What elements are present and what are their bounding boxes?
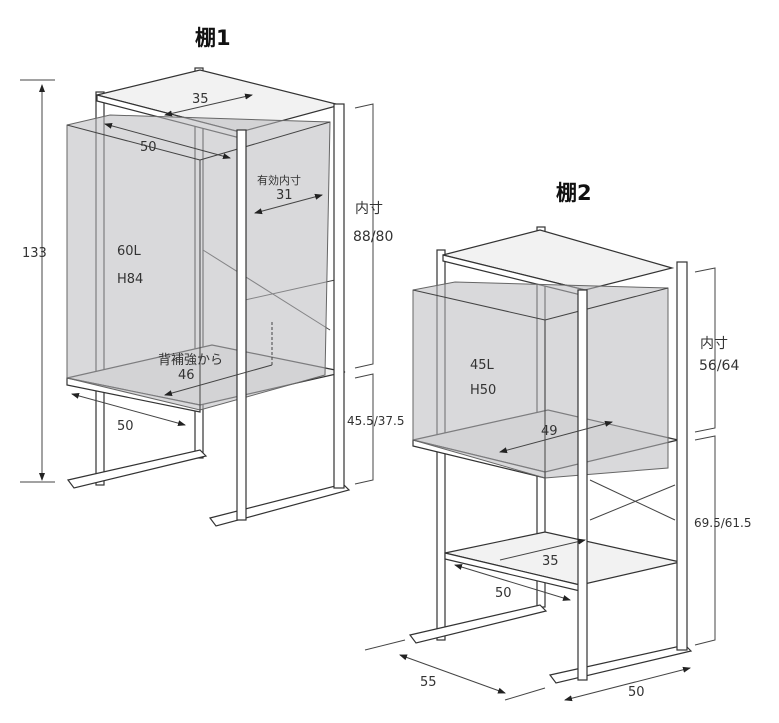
- dimension-line: [71, 392, 186, 427]
- foot: [548, 644, 693, 684]
- base-depth-label: 55: [420, 675, 437, 690]
- back-brace-value: 46: [178, 368, 195, 383]
- lower-shelf-width-label: 50: [495, 586, 512, 601]
- inner-size-label: 内寸: [355, 201, 383, 217]
- cross-brace: [589, 479, 676, 521]
- box-edge: [544, 287, 669, 321]
- post: [577, 289, 588, 681]
- extension-line: [364, 639, 406, 651]
- box-height: H50: [470, 383, 496, 398]
- storage-box-45l: [412, 281, 669, 479]
- dimension-line: [499, 420, 613, 454]
- extension-line: [504, 687, 546, 701]
- top-depth-label: 35: [192, 92, 209, 107]
- post: [333, 103, 345, 489]
- foot: [66, 449, 208, 489]
- shelf-1-drawing: [20, 67, 374, 527]
- box-width-label: 50: [140, 140, 157, 155]
- lower-height-label: 69.5/61.5: [694, 516, 751, 530]
- box-width-label: 49: [541, 424, 558, 439]
- total-height-label: 133: [22, 246, 47, 261]
- cross-brace: [589, 484, 676, 521]
- back-brace-label: 背補強から: [158, 353, 223, 368]
- box-height: H84: [117, 272, 143, 287]
- dimension-bracket: [354, 373, 374, 485]
- dimension-bracket: [694, 267, 716, 433]
- top-board: [442, 229, 675, 291]
- lower-height-label: 45.5/37.5: [347, 414, 404, 428]
- dimension-line: [564, 666, 691, 702]
- post: [236, 129, 247, 521]
- lower-shelf: [444, 531, 681, 586]
- storage-box-60l: [66, 114, 331, 411]
- dimension-line: [454, 564, 571, 601]
- shelf-2-drawing: [364, 226, 716, 702]
- inner-size-value: 88/80: [353, 229, 393, 245]
- shelf-width-label: 50: [117, 419, 134, 434]
- box-capacity: 60L: [117, 244, 142, 259]
- inner-size-label: 内寸: [700, 336, 728, 352]
- dimension-bracket: [694, 435, 716, 646]
- dimension-line: [499, 538, 586, 561]
- shelf-2-title: 棚2: [556, 181, 592, 205]
- box-edge: [412, 289, 546, 321]
- shelf-1-title: 棚1: [195, 26, 231, 50]
- post: [676, 261, 688, 651]
- box-capacity: 45L: [470, 358, 495, 373]
- dimension-line: [164, 93, 253, 117]
- base-width-label: 50: [628, 685, 645, 700]
- foot: [408, 604, 548, 644]
- dimension-line: [104, 122, 231, 160]
- foot: [208, 483, 351, 527]
- inner-size-value: 56/64: [699, 358, 739, 374]
- dimension-line: [164, 364, 273, 396]
- effective-inner-label: 有効内寸: [257, 173, 301, 187]
- dimension-line: [254, 193, 323, 215]
- dimension-bracket: [354, 103, 374, 369]
- lower-shelf-depth-label: 35: [542, 554, 559, 569]
- effective-inner-value: 31: [276, 188, 293, 203]
- dimension-line: [399, 654, 506, 694]
